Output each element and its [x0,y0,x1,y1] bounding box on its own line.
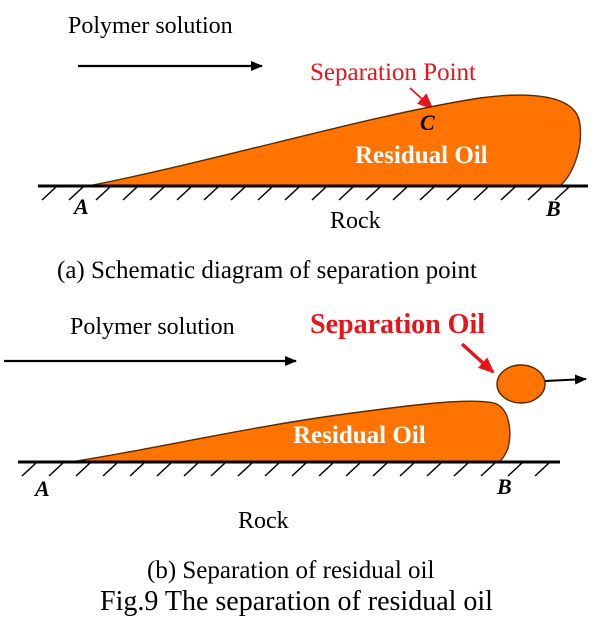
rock-hatch-mark [419,186,435,201]
panel-b-rock-label: Rock [238,508,289,534]
rock-hatch-mark [68,186,84,201]
rock-hatch-mark [311,186,327,201]
rock-hatch-mark [264,462,280,477]
rock-hatch-mark [237,462,253,477]
panel-a-callout-label: Separation Point [310,59,476,86]
panel-a-flow-label: Polymer solution [68,13,233,39]
panel-a: Polymer solution Separation Point C Resi… [38,13,588,284]
panel-a-oil-label: Residual Oil [355,142,488,169]
panel-a-point-c: C [420,110,435,135]
panel-b: Polymer solution Separation Oil Residual… [4,309,587,584]
panel-a-point-b: B [545,196,561,221]
rock-hatch-mark [392,186,408,201]
rock-hatch-mark [318,462,334,477]
panel-b-caption: (b) Separation of residual oil [147,557,434,584]
rock-hatch-mark [95,186,111,201]
rock-hatch-mark [527,186,543,201]
rock-hatch-mark [426,462,442,477]
panel-a-rock-label: Rock [330,208,381,234]
rock-hatch-mark [453,462,469,477]
rock-hatch-mark [365,186,381,201]
panel-a-caption: (a) Schematic diagram of separation poin… [57,257,477,284]
rock-hatch-mark [102,462,118,477]
rock-hatch-mark [399,462,415,477]
rock-hatch-mark [176,186,192,201]
rock-hatch-mark [473,186,489,201]
rock-hatch-mark [534,462,550,477]
panel-b-rock-hatching [21,462,550,477]
panel-b-point-a: A [33,476,50,501]
rock-hatch-mark [230,186,246,201]
panel-b-residual-oil-droplet [69,400,511,463]
rock-hatch-mark [156,462,172,477]
panel-b-oil-label: Residual Oil [293,422,426,449]
rock-hatch-mark [257,186,273,201]
panel-a-point-a: A [72,194,89,219]
panel-b-callout-label: Separation Oil [310,309,485,340]
rock-hatch-mark [291,462,307,477]
panel-b-droplet-motion-arrow [544,374,587,385]
rock-hatch-mark [284,186,300,201]
rock-hatch-mark [446,186,462,201]
rock-hatch-mark [41,186,57,201]
rock-hatch-mark [500,186,516,201]
rock-hatch-mark [21,462,37,477]
rock-hatch-mark [372,462,388,477]
panel-a-residual-oil-droplet [87,94,582,187]
figure-caption: Fig.9 The separation of residual oil [100,586,493,617]
rock-hatch-mark [480,462,496,477]
panel-b-callout-arrow [460,342,495,374]
rock-hatch-mark [129,462,145,477]
panel-a-callout-arrow [409,87,434,110]
panel-a-rock-hatching [41,186,570,201]
rock-hatch-mark [149,186,165,201]
rock-hatch-mark [48,462,64,477]
rock-hatch-mark [122,186,138,201]
rock-hatch-mark [554,186,570,201]
rock-hatch-mark [338,186,354,201]
panel-b-separated-oil-droplet [496,364,546,404]
rock-hatch-mark [210,462,226,477]
rock-hatch-mark [507,462,523,477]
rock-hatch-mark [345,462,361,477]
rock-hatch-mark [75,462,91,477]
panel-b-flow-label: Polymer solution [70,314,235,340]
rock-hatch-mark [183,462,199,477]
panel-b-point-b: B [496,474,512,499]
rock-hatch-mark [203,186,219,201]
